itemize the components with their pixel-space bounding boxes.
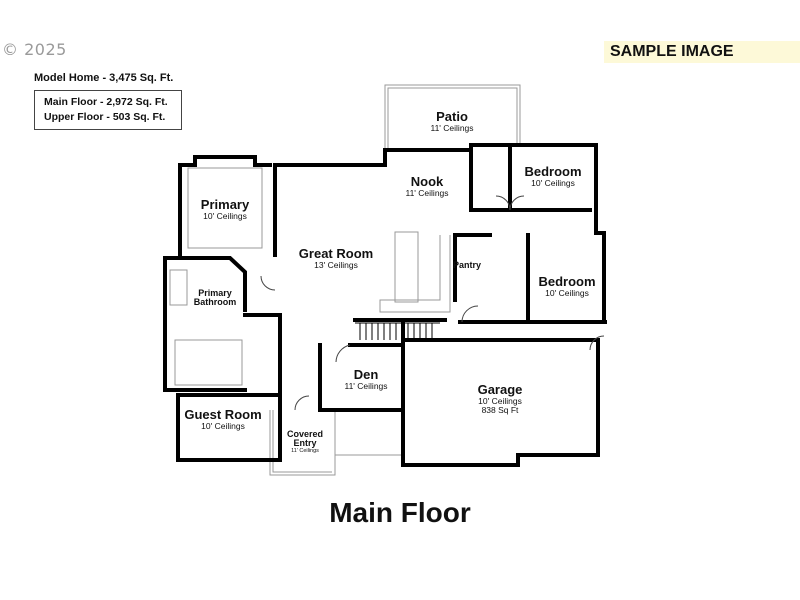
room-name: Primary [200, 197, 250, 212]
room-ceiling: 10' Ceilings [478, 395, 522, 406]
sample-image-banner: SAMPLE IMAGE [604, 41, 800, 63]
room-ceiling: 11' Ceilings [291, 447, 319, 454]
room-name: Primary Bathroom [193, 288, 237, 308]
room-name: Bedroom [524, 164, 582, 179]
room-name: Great Room [298, 246, 374, 261]
room-ceiling: 11' Ceilings [405, 187, 449, 198]
main-floor-area: Main Floor - 2,972 Sq. Ft. [44, 96, 168, 108]
floor-area-box: Main Floor - 2,972 Sq. Ft. Upper Floor -… [34, 90, 182, 130]
floor-title: Main Floor [329, 497, 471, 528]
room-name: Den [353, 367, 379, 382]
room-ceiling: 10' Ceilings [545, 287, 589, 298]
room-ceiling: 10' Ceilings [203, 210, 247, 221]
stairs [355, 322, 440, 340]
room-name: Garage [477, 382, 523, 397]
room-ceiling: 13' Ceilings [314, 259, 358, 270]
room-name: Guest Room [184, 407, 262, 422]
total-area-label: Model Home - 3,475 Sq. Ft. [34, 72, 174, 84]
room-area: 838 Sq Ft [481, 404, 519, 415]
room-ceiling: 10' Ceilings [201, 420, 245, 431]
room-name: Pantry [452, 260, 482, 270]
room-ceiling: 10' Ceilings [531, 177, 575, 188]
room-ceiling: 11' Ceilings [430, 122, 474, 133]
upper-floor-area: Upper Floor - 503 Sq. Ft. [44, 111, 166, 123]
room-name: Nook [410, 174, 444, 189]
thin-lines [169, 84, 521, 476]
room-name: Bedroom [538, 274, 596, 289]
walls [163, 143, 607, 467]
room-name: Patio [436, 109, 468, 124]
room-name: Covered Entry [286, 429, 323, 449]
room-primary-bathroom: Primary Bathroom [191, 288, 239, 308]
room-ceiling: 11' Ceilings [344, 380, 388, 391]
copyright-mark: © 2025 [2, 40, 67, 59]
room-pantry: Pantry [452, 260, 482, 270]
door-swings [260, 195, 605, 411]
